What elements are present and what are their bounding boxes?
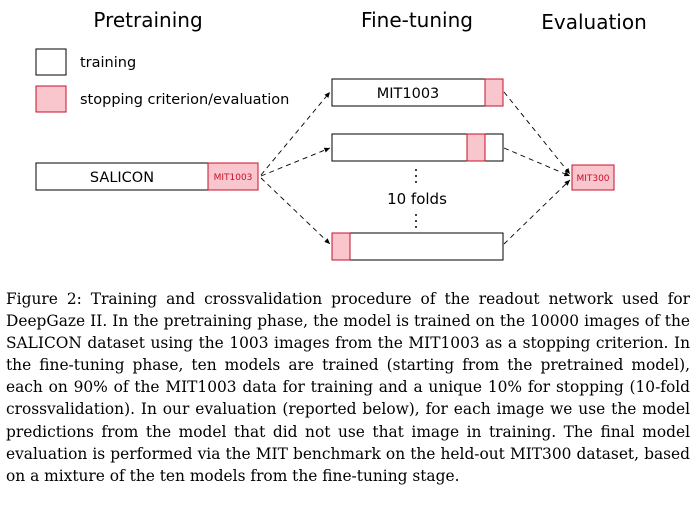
- legend-stopping-swatch: [35, 85, 67, 113]
- fold-10-stopping-box: [331, 232, 351, 261]
- pretraining-title: Pretraining: [93, 8, 202, 32]
- fold-10-training-box: [331, 232, 504, 261]
- legend-stopping-label: stopping criterion/evaluation: [80, 92, 289, 108]
- salicon-stopping-label: MIT1003: [214, 173, 253, 183]
- mit300-evaluation-box: [571, 164, 615, 191]
- mit300-label: MIT300: [576, 174, 609, 184]
- arrow-fold-10-to-eval: [503, 179, 571, 245]
- folds-label: 10 folds: [387, 190, 447, 208]
- fold-1-training-box: [331, 78, 504, 107]
- training-procedure-diagram: Pretraining Fine-tuning Evaluation train…: [35, 8, 647, 261]
- salicon-stopping-box: [207, 162, 259, 191]
- legend-training-swatch: [35, 48, 67, 76]
- figure-caption: Figure 2: Training and crossvalidation p…: [6, 290, 690, 485]
- legend-training-label: training: [80, 55, 136, 71]
- salicon-label: SALICON: [90, 170, 154, 186]
- fold-1-label: MIT1003: [377, 86, 440, 102]
- arrow-fold-1-to-eval: [503, 91, 571, 175]
- fold-2-stopping-box: [466, 133, 486, 162]
- finetuning-title: Fine-tuning: [361, 8, 473, 32]
- salicon-training-box: [35, 162, 209, 191]
- vertical-ellipsis-upper: [415, 169, 417, 183]
- fold-1-stopping-box: [484, 78, 504, 107]
- evaluation-title: Evaluation: [541, 10, 647, 34]
- arrow-pretrain-to-fold-2: [260, 147, 331, 177]
- vertical-ellipsis-lower: [415, 214, 417, 228]
- arrow-pretrain-to-fold-10: [260, 177, 331, 245]
- arrow-fold-2-to-eval: [503, 147, 571, 177]
